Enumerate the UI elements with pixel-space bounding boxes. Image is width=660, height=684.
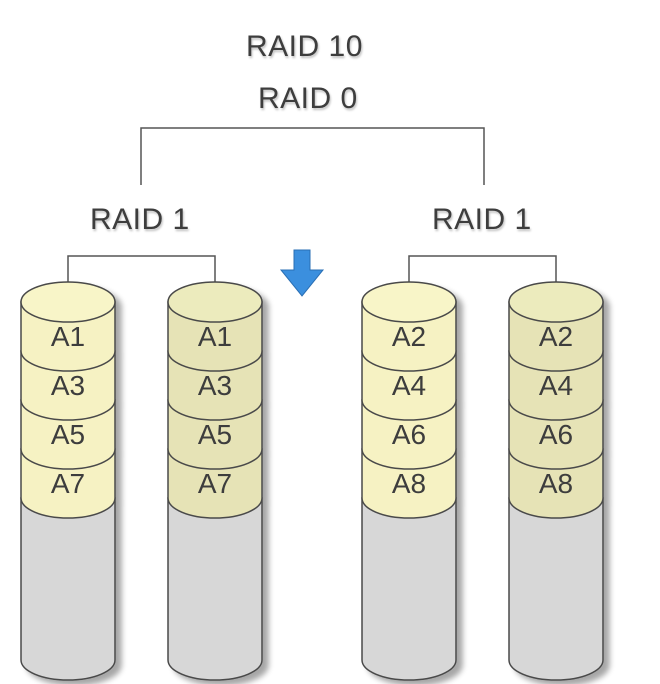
- left-raid1-connector: [67, 255, 216, 302]
- disk-top: [508, 281, 604, 323]
- right-raid1-connector: [408, 255, 557, 302]
- block-label: A1: [51, 321, 85, 352]
- block-label: A5: [51, 419, 85, 450]
- block-label: A1: [198, 321, 232, 352]
- block-label: A3: [198, 370, 232, 401]
- block-label: A2: [392, 321, 426, 352]
- block-label: A2: [539, 321, 573, 352]
- disk-body: [167, 497, 263, 681]
- block-label: A8: [392, 468, 426, 499]
- disk-body: [508, 497, 604, 681]
- block-label: A3: [51, 370, 85, 401]
- block-label: A7: [198, 468, 232, 499]
- right-raid1-label: RAID 1: [432, 203, 532, 236]
- raid10-title: RAID 10: [246, 30, 363, 63]
- disk-top: [361, 281, 457, 323]
- block-label: A6: [539, 419, 573, 450]
- block-label: A5: [198, 419, 232, 450]
- disk-top: [20, 281, 116, 323]
- down-arrow-icon: [279, 249, 325, 297]
- disk-body: [20, 497, 116, 681]
- raid0-connector: [140, 127, 485, 185]
- raid0-label: RAID 0: [258, 82, 358, 115]
- left-raid1-label: RAID 1: [90, 203, 190, 236]
- disk-body: [361, 497, 457, 681]
- block-label: A8: [539, 468, 573, 499]
- block-label: A4: [392, 370, 426, 401]
- disk-top: [167, 281, 263, 323]
- block-label: A6: [392, 419, 426, 450]
- block-label: A4: [539, 370, 573, 401]
- block-label: A7: [51, 468, 85, 499]
